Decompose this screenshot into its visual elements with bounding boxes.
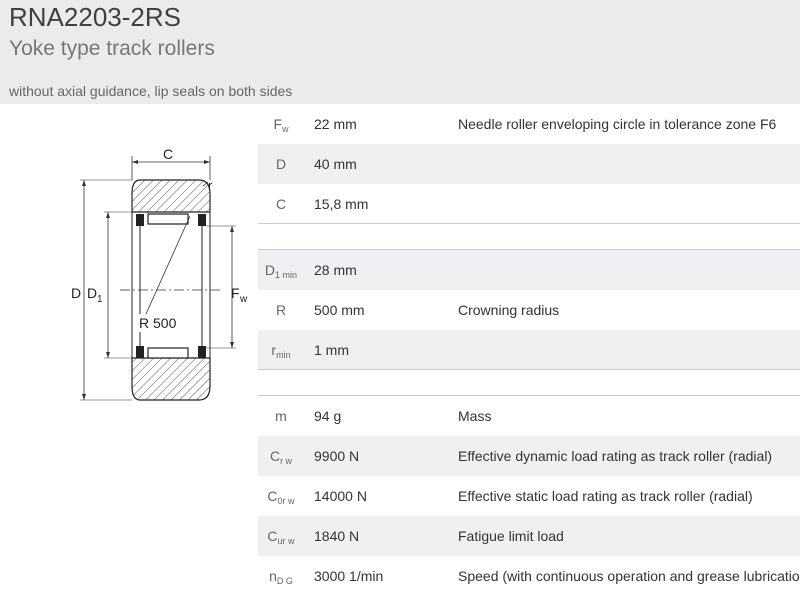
spec-value: 15,8 mm xyxy=(314,196,369,212)
spec-value: 3000 1/min xyxy=(314,568,384,584)
spec-symbol: Cr w xyxy=(269,448,293,466)
spec-row: C 15,8 mm xyxy=(258,184,800,224)
needle-roller-top xyxy=(147,213,189,225)
divider xyxy=(258,395,800,396)
dim-label-r: r xyxy=(208,178,213,193)
spec-value: 1 mm xyxy=(314,342,349,358)
spec-symbol: D1 min xyxy=(264,262,298,280)
spec-symbol: Cur w xyxy=(267,528,295,546)
spec-description: Crowning radius xyxy=(458,302,560,318)
spec-value: 14000 N xyxy=(314,488,367,504)
radius-leader xyxy=(145,215,191,315)
spec-symbol: rmin xyxy=(271,342,291,360)
spec-symbol: nD G xyxy=(269,568,293,586)
product-title: RNA2203-2RS xyxy=(9,2,181,32)
spec-row: Fw 22 mm Needle roller enveloping circle… xyxy=(258,104,800,144)
technical-drawing: C r D D 1 F w R 500 xyxy=(0,104,258,591)
spec-row: R 500 mm Crowning radius xyxy=(258,290,800,330)
spec-symbol: R xyxy=(275,302,287,318)
divider xyxy=(258,249,800,250)
spec-symbol: C xyxy=(275,196,287,212)
dim-label-radius: R 500 xyxy=(139,315,177,331)
spec-row: C0r w 14000 N Effective static load rati… xyxy=(258,476,800,516)
spec-value: 40 mm xyxy=(314,156,357,172)
spec-symbol: C0r w xyxy=(267,488,295,506)
spec-description: Effective static load rating as track ro… xyxy=(458,488,753,504)
seal-top-left xyxy=(136,214,144,226)
spec-description: Speed (with continuous operation and gre… xyxy=(458,568,800,584)
spec-row: Cr w 9900 N Effective dynamic load ratin… xyxy=(258,436,800,476)
spec-value: 1840 N xyxy=(314,528,360,544)
spec-row: D1 min 28 mm xyxy=(258,250,800,290)
divider xyxy=(258,223,800,224)
spec-row: rmin 1 mm xyxy=(258,330,800,370)
spec-value: 9900 N xyxy=(314,448,360,464)
spec-description: Needle roller enveloping circle in toler… xyxy=(458,116,777,132)
spec-value: 28 mm xyxy=(314,262,357,278)
spec-value: 500 mm xyxy=(314,302,365,318)
spec-symbol: Fw xyxy=(273,116,289,134)
spec-row: m 94 g Mass xyxy=(258,396,800,436)
seal-bottom-left xyxy=(136,346,144,358)
spec-value: 94 g xyxy=(314,408,342,424)
dim-label-d1: D xyxy=(87,285,97,301)
outer-ring-top xyxy=(131,179,211,213)
inner-outline xyxy=(131,211,211,359)
spec-row: D 40 mm xyxy=(258,144,800,184)
spec-symbol: m xyxy=(275,408,287,424)
product-subtitle: Yoke type track rollers xyxy=(9,37,215,60)
product-note: without axial guidance, lip seals on bot… xyxy=(9,83,293,99)
spec-description: Mass xyxy=(458,408,492,424)
divider xyxy=(258,369,800,370)
dim-label-fw-sub: w xyxy=(239,294,248,305)
spec-symbol: D xyxy=(275,156,287,172)
dim-label-c: C xyxy=(163,146,173,162)
bearing-cross-section-drawing: C r D D 1 F w R 500 xyxy=(71,146,248,401)
spec-description: Effective dynamic load rating as track r… xyxy=(458,448,773,464)
dim-label-d1-sub: 1 xyxy=(97,294,103,305)
dim-label-d: D xyxy=(71,285,81,301)
spec-description: Fatigue limit load xyxy=(458,528,564,544)
dim-label-fw: F xyxy=(231,285,240,301)
page-header: RNA2203-2RS Yoke type track rollers with… xyxy=(0,0,800,104)
outer-ring-bottom xyxy=(131,357,211,401)
spec-row: nD G 3000 1/min Speed (with continuous o… xyxy=(258,556,800,596)
seal-bottom-right xyxy=(198,346,206,358)
needle-roller-bottom xyxy=(147,347,189,359)
spec-value: 22 mm xyxy=(314,116,357,132)
spec-row: Cur w 1840 N Fatigue limit load xyxy=(258,516,800,556)
seal-top-right xyxy=(198,214,206,226)
